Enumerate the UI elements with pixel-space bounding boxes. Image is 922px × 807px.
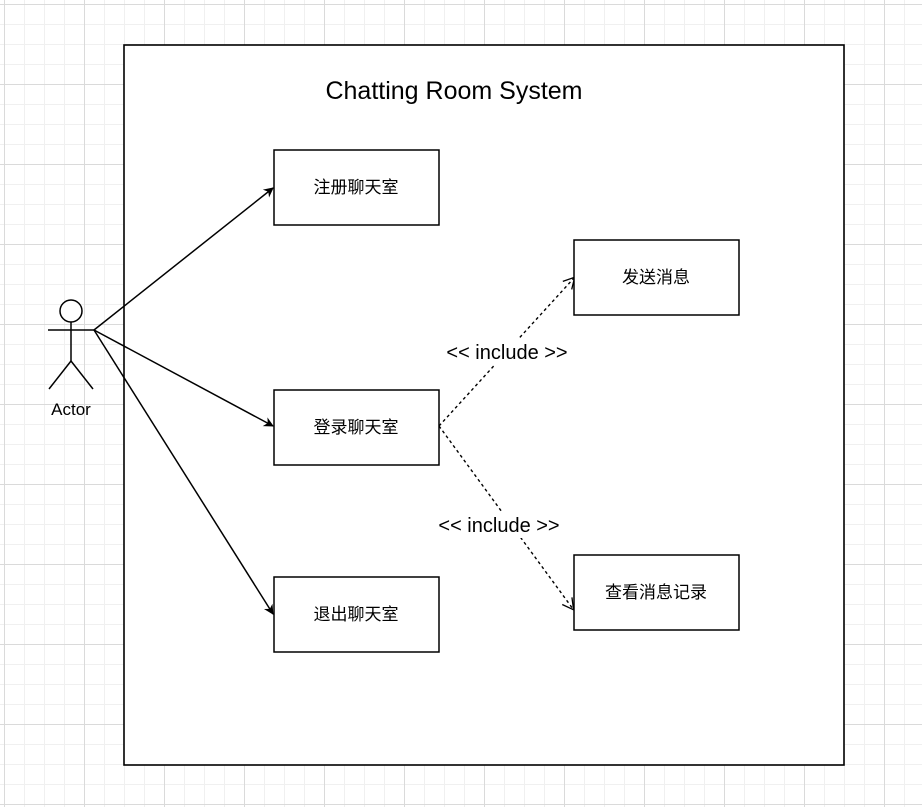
use-case-view-history-label: 查看消息记录 xyxy=(605,583,707,603)
include-label-send: << include >> xyxy=(446,342,567,364)
actor[interactable]: Actor xyxy=(48,299,94,419)
assoc-login[interactable] xyxy=(93,329,274,427)
actor-label: Actor xyxy=(51,400,91,419)
use-case-send-message[interactable]: 发送消息 xyxy=(573,239,740,316)
use-case-send-message-label: 发送消息 xyxy=(622,268,690,288)
use-case-register[interactable]: 注册聊天室 xyxy=(273,149,440,226)
actor-left-leg xyxy=(48,360,72,390)
assoc-register[interactable] xyxy=(93,187,274,331)
include-arrow-history[interactable] xyxy=(438,425,575,611)
use-case-register-label: 注册聊天室 xyxy=(314,178,399,198)
include-label-send-bg xyxy=(437,339,577,365)
actor-right-leg xyxy=(70,360,94,390)
use-case-view-history[interactable]: 查看消息记录 xyxy=(573,554,740,631)
use-case-login-label: 登录聊天室 xyxy=(314,418,399,438)
use-case-logout[interactable]: 退出聊天室 xyxy=(273,576,440,653)
system-boundary[interactable] xyxy=(123,44,845,766)
assoc-logout[interactable] xyxy=(93,329,274,615)
actor-head xyxy=(59,299,83,323)
include-label-history-bg xyxy=(433,512,565,538)
use-case-login[interactable]: 登录聊天室 xyxy=(273,389,440,466)
use-case-logout-label: 退出聊天室 xyxy=(314,605,399,625)
system-title: Chatting Room System xyxy=(325,77,582,105)
include-label-history: << include >> xyxy=(438,515,559,537)
